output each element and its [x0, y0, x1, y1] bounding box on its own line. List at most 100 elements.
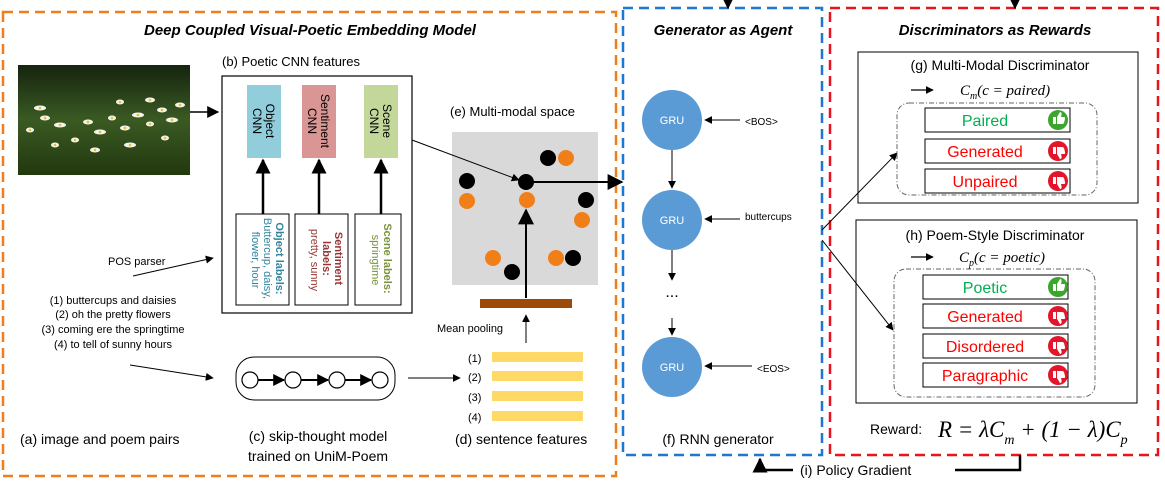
sentiment-cnn: [302, 85, 336, 158]
thumbs-up-icon: [1048, 277, 1068, 297]
object-labels-values: Buttercup, daisy,: [261, 218, 273, 299]
gru-cell-3: GRU: [642, 337, 702, 397]
svg-text:Object labels: Buttercup: Object labels: Buttercup, daisy, flower,…: [249, 218, 285, 302]
sentence-feature-3: [492, 391, 583, 401]
svg-text:GRU: GRU: [660, 215, 685, 227]
multimodal-formula: Cm(c = paired): [960, 83, 1050, 102]
sentiment-cnn-label: SentimentCNN: [305, 94, 332, 149]
discriminator-option: Poetic: [922, 274, 1069, 300]
cnn-box: [221, 75, 413, 314]
sentence-feature-2: [492, 371, 583, 381]
poem-line-1: (1) buttercups and daisies: [50, 295, 177, 307]
thumbs-up-icon: [1048, 110, 1068, 130]
sentiment-labels-title-2: labels:: [320, 241, 332, 276]
embedding-point-poem: [485, 250, 501, 266]
embedding-point-image: [565, 250, 581, 266]
pooled-feature-bar: [480, 299, 572, 308]
object-labels-box: [235, 213, 290, 306]
multimodal-label: (e) Multi-modal space: [450, 104, 575, 119]
thumbs-down-icon: [1048, 141, 1068, 161]
reward-formula: R = λCm + (1 − λ)Cp: [937, 417, 1128, 448]
skip-thought-caption-2: trained on UniM-Poem: [248, 448, 388, 464]
embedding-title: Deep Coupled Visual-Poetic Embedding Mod…: [144, 22, 477, 39]
sentence-index-2: (2): [468, 372, 481, 384]
object-cnn-label: ObjectCNN: [250, 104, 277, 139]
multimodal-discriminator: [857, 51, 1139, 204]
thumbs-down-icon: [1048, 365, 1068, 385]
discriminator-title: Discriminators as Rewards: [899, 22, 1092, 39]
object-cnn: [247, 85, 281, 158]
pos-parser-label: POS parser: [108, 256, 166, 268]
skip-thought-caption: (c) skip-thought model: [249, 428, 388, 444]
embedding-point-image: [459, 173, 475, 189]
input-bos: <BOS>: [745, 117, 778, 128]
embedding-point-poem: [548, 250, 564, 266]
svg-text:Sentiment labels:: Sentiment labels: pretty, sunny: [308, 229, 344, 292]
sentence-features-caption: (d) sentence features: [455, 431, 587, 447]
option-label: Paragraphic: [942, 368, 1028, 385]
poem-style-discriminator: [855, 219, 1138, 404]
svg-text:GRU: GRU: [660, 362, 685, 374]
object-labels-title: Object labels:: [273, 222, 285, 294]
option-label: Disordered: [946, 339, 1024, 356]
sentence-index-3: (3): [468, 392, 481, 404]
discriminator-option: Generated: [922, 303, 1069, 329]
sentence-index-4: (4): [468, 412, 481, 424]
svg-text:GRU: GRU: [660, 115, 685, 127]
embedding-point-image: [504, 264, 520, 280]
reward-label: Reward:: [870, 421, 922, 437]
embedding-point-poem: [519, 192, 535, 208]
thumbs-down-icon: [1048, 171, 1068, 191]
discriminator-panel: [828, 6, 1160, 457]
embedding-point-poem: [459, 193, 475, 209]
sentence-feature-4: [492, 411, 583, 421]
sentiment-labels-values: pretty, sunny: [308, 229, 320, 292]
scene-cnn: [364, 85, 398, 158]
embedding-point-image: [578, 192, 594, 208]
gru-cell-2: GRU: [642, 190, 702, 250]
thumbs-down-icon: [1048, 306, 1068, 326]
discriminator-option: Paragraphic: [922, 362, 1069, 388]
thumbs-down-icon: [1048, 336, 1068, 356]
cnn-label: (b) Poetic CNN features: [222, 54, 360, 69]
scene-cnn-label: SceneCNN: [367, 104, 394, 138]
input-buttercups: buttercups: [745, 212, 792, 223]
discriminator-option: Generated: [924, 138, 1071, 164]
rnn-generator-caption: (f) RNN generator: [662, 431, 774, 447]
discriminator-option: Disordered: [922, 333, 1069, 359]
input-eos: <EOS>: [757, 364, 790, 375]
generator-title: Generator as Agent: [654, 22, 794, 39]
object-labels-values-2: flower, hour: [249, 232, 261, 289]
option-label: Generated: [947, 144, 1023, 161]
embedding-point-image: [540, 150, 556, 166]
ellipsis: ...: [665, 284, 678, 301]
scene-labels-box: [354, 213, 402, 306]
svg-text:Scene labels: springtime: Scene labels: springtime: [369, 223, 393, 296]
poem-line-2: (2) oh the pretty flowers: [55, 309, 171, 321]
gru-cell-1: GRU: [642, 90, 702, 150]
scene-labels-values: springtime: [369, 235, 381, 286]
image-poem-caption: (a) image and poem pairs: [20, 431, 180, 447]
discriminator-option: Unpaired: [924, 168, 1071, 194]
discriminator-option: Paired: [924, 107, 1071, 133]
embedding-point-poem: [574, 212, 590, 228]
sentence-feature-1: [492, 352, 583, 362]
embedding-panel: [1, 10, 618, 478]
embedding-point-poem: [558, 150, 574, 166]
sentence-index-1: (1): [468, 353, 481, 365]
option-label: Generated: [947, 309, 1023, 326]
option-label: Unpaired: [953, 174, 1018, 191]
daisy-photo: [18, 65, 190, 175]
scene-labels-title: Scene labels:: [381, 223, 393, 293]
poem-line-4: (4) to tell of sunny hours: [54, 339, 173, 351]
option-label: Poetic: [963, 280, 1007, 297]
multimodal-discriminator-title: (g) Multi-Modal Discriminator: [911, 57, 1090, 73]
sentiment-labels-box: [294, 213, 349, 306]
sentiment-labels-title: Sentiment: [332, 232, 344, 286]
skip-thought-model: [235, 356, 396, 401]
option-label: Paired: [962, 113, 1008, 130]
poem-line-3: (3) coming ere the springtime: [41, 324, 184, 336]
embedding-point-image: [518, 174, 534, 190]
poem-style-discriminator-title: (h) Poem-Style Discriminator: [906, 227, 1085, 243]
